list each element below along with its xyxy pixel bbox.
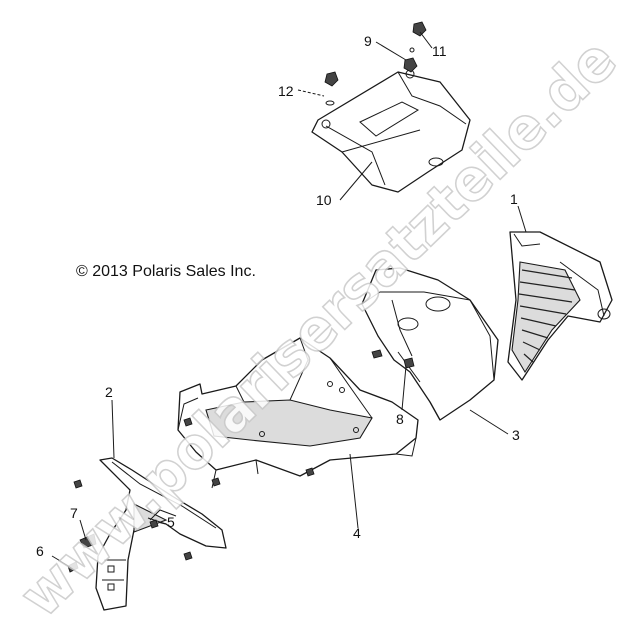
clip-icon (371, 349, 383, 359)
fastener-8-icon (403, 357, 415, 369)
part-4-floor-panel (177, 337, 419, 489)
callout-8: 8 (396, 411, 404, 427)
callout-6: 6 (36, 543, 44, 559)
callout-11: 11 (432, 43, 447, 59)
callout-7: 7 (70, 505, 78, 521)
callout-1: 1 (510, 191, 518, 207)
fastener-panel-icons (183, 417, 315, 487)
part-1-support (507, 231, 613, 381)
fastener-6-icon (67, 561, 79, 573)
callout-4: 4 (353, 525, 361, 541)
fastener-side-icons (73, 479, 193, 561)
fastener-top-icon (403, 47, 418, 73)
part-2-side-panel (95, 457, 227, 611)
fastener-12-icon (324, 71, 339, 106)
callout-9: 9 (364, 33, 372, 49)
callout-10: 10 (316, 192, 332, 208)
callout-2: 2 (105, 384, 113, 400)
fastener-7-icon (79, 533, 97, 549)
callout-12: 12 (278, 83, 294, 99)
copyright-notice: © 2013 Polaris Sales Inc. (76, 263, 256, 280)
part-10-cover (311, 69, 471, 193)
callout-3: 3 (512, 427, 520, 443)
callout-5: 5 (167, 514, 175, 530)
leader-lines (51, 31, 527, 569)
fastener-11-icon (412, 21, 427, 37)
